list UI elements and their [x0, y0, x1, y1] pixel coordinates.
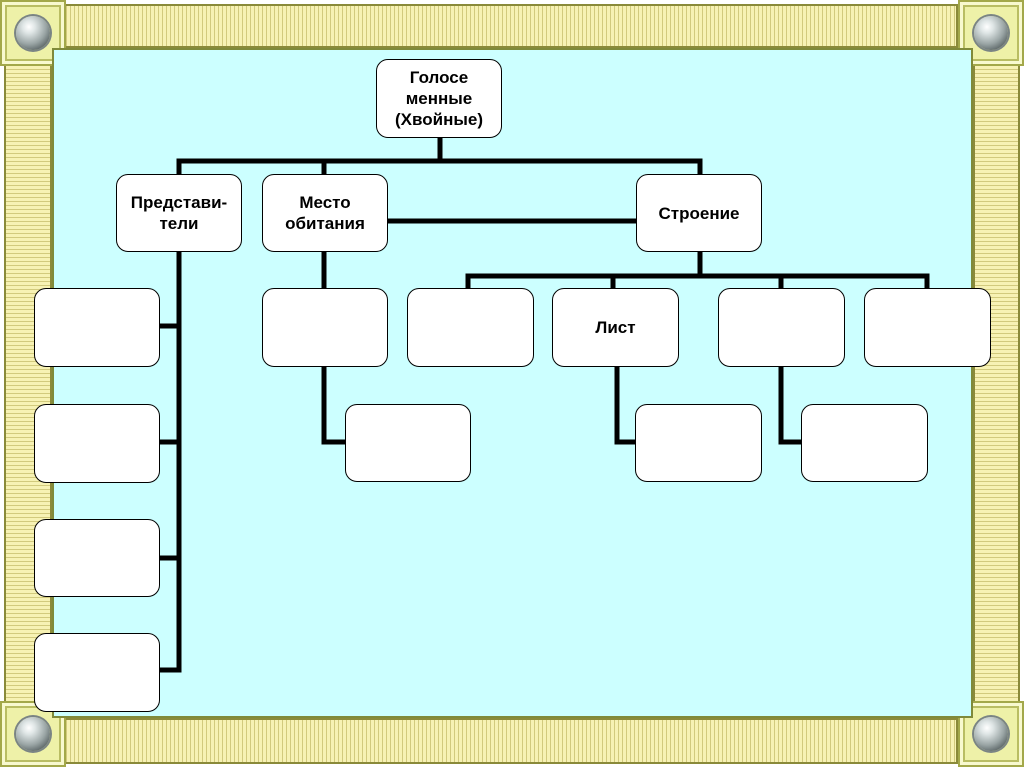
root-node: Голосе менные (Хвойные)	[376, 59, 502, 138]
corner-knob-icon	[974, 16, 1008, 50]
representative-item-box	[34, 519, 160, 597]
representative-item-box	[34, 404, 160, 483]
leaf-sub-item-box	[635, 404, 762, 482]
frame-top-bar	[64, 4, 958, 48]
representatives-node: Представи- тели	[116, 174, 242, 252]
representative-item-box	[34, 288, 160, 367]
corner-knob-icon	[16, 16, 50, 50]
corner-knob-icon	[974, 717, 1008, 751]
habitat-node: Место обитания	[262, 174, 388, 252]
frame-left-bar	[4, 64, 52, 704]
third-sub-item-box	[801, 404, 928, 482]
representative-item-box	[34, 633, 160, 712]
frame-right-bar	[973, 64, 1020, 704]
habitat-item-box	[262, 288, 388, 367]
frame-corner-bottom-left	[0, 701, 66, 767]
frame-bottom-bar	[64, 718, 958, 764]
structure-child-box	[407, 288, 534, 367]
structure-child-box	[718, 288, 845, 367]
corner-knob-icon	[16, 717, 50, 751]
structure-child-box	[864, 288, 991, 367]
habitat-sub-item-box	[345, 404, 471, 482]
leaf-node: Лист	[552, 288, 679, 367]
structure-node: Строение	[636, 174, 762, 252]
